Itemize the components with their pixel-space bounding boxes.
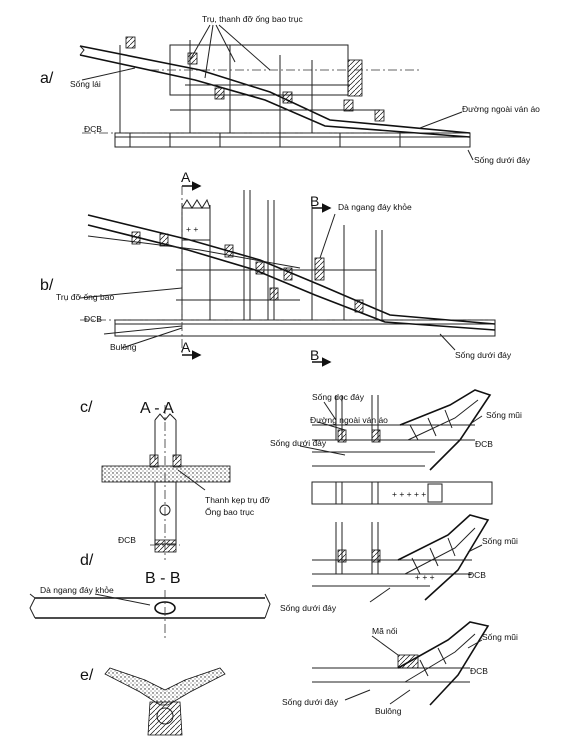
section-title-b-b: B - B xyxy=(145,570,181,587)
label-song-duoi-day-d: Sống dưới đáy xyxy=(280,603,337,613)
section-title-a-a: A - A xyxy=(140,400,174,417)
label-duong-ngoai-van-ao-a: Đường ngoài ván áo xyxy=(462,104,540,114)
section-mark-a-top: A xyxy=(181,169,191,185)
bow-detail-e: Mã nối Sống mũi ĐCB Sống dưới đáy Bulông xyxy=(282,621,518,716)
section-mark-a-bottom: A xyxy=(181,339,191,355)
panel-a-label: a/ xyxy=(40,70,54,87)
label-song-duoi-day-a: Sống dưới đáy xyxy=(474,155,531,165)
section-b-b: d/ B - B Dà ngang đáy khỏe xyxy=(29,552,271,640)
label-song-mui-e: Sống mũi xyxy=(482,632,518,642)
label-dcb-aa: ĐCB xyxy=(118,535,136,545)
label-tru-do-ong-bao: Trụ đỡ ống bao xyxy=(56,292,114,302)
label-dcb-c: ĐCB xyxy=(475,439,493,449)
section-e: e/ xyxy=(80,667,226,736)
label-ma-noi: Mã nối xyxy=(372,626,398,636)
label-da-ngang-day-khoe-bb: Dà ngang đáy khỏe xyxy=(40,585,114,595)
label-song-duoi-day-c: Sống dưới đáy xyxy=(270,438,327,448)
panel-d-label: d/ xyxy=(80,552,94,569)
label-duong-ngoai-van-ao-c: Đường ngoài ván áo xyxy=(310,415,388,425)
label-song-mui-c: Sống mũi xyxy=(486,410,522,420)
svg-text:+ +: + + xyxy=(186,224,198,234)
panel-b-label: b/ xyxy=(40,277,54,294)
section-a-a: c/ A - A Thanh kẹp trụ đỡ Ống bao trục Đ… xyxy=(80,399,271,560)
label-song-mui-d: Sống mũi xyxy=(482,536,518,546)
svg-text:+ + +: + + + xyxy=(415,572,435,582)
bow-detail-d: + + + Sống mũi ĐCB Sống dưới đáy xyxy=(280,514,518,613)
label-bulong-b: Bulông xyxy=(110,342,137,352)
svg-text:+ + + + +: + + + + + xyxy=(392,489,426,499)
panel-a: a/ Trụ, thanh đỡ ống bao trục Sống lái Đ… xyxy=(40,14,540,165)
label-song-doc-day: Sống dọc đáy xyxy=(312,392,365,402)
panel-e-label: e/ xyxy=(80,667,94,684)
label-bulong-e: Bulông xyxy=(375,706,402,716)
panel-b: + + b/ A A B B Dà ngang đáy khỏe xyxy=(40,169,512,367)
label-song-lai: Sống lái xyxy=(70,79,101,89)
label-dcb-a: ĐCB xyxy=(84,124,102,134)
label-song-duoi-day-e: Sống dưới đáy xyxy=(282,697,339,707)
panel-c-label: c/ xyxy=(80,399,93,416)
label-dcb-d: ĐCB xyxy=(468,570,486,580)
label-dcb-e: ĐCB xyxy=(470,666,488,676)
section-mark-b-top: B xyxy=(310,193,319,209)
bow-detail-c: + + + + + Sống dọc đáy Đường ngoài ván á… xyxy=(270,389,522,505)
label-ong-bao-truc: Ống bao trục xyxy=(205,506,255,517)
section-mark-b-bottom: B xyxy=(310,347,319,363)
label-thanh-kep-tru-do: Thanh kẹp trụ đỡ xyxy=(205,495,271,505)
label-song-duoi-day-b: Sống dưới đáy xyxy=(455,350,512,360)
label-dcb-b: ĐCB xyxy=(84,314,102,324)
label-tru-thanh-do: Trụ, thanh đỡ ống bao trục xyxy=(202,14,303,24)
label-da-ngang-day-khoe-b: Dà ngang đáy khỏe xyxy=(338,202,412,212)
